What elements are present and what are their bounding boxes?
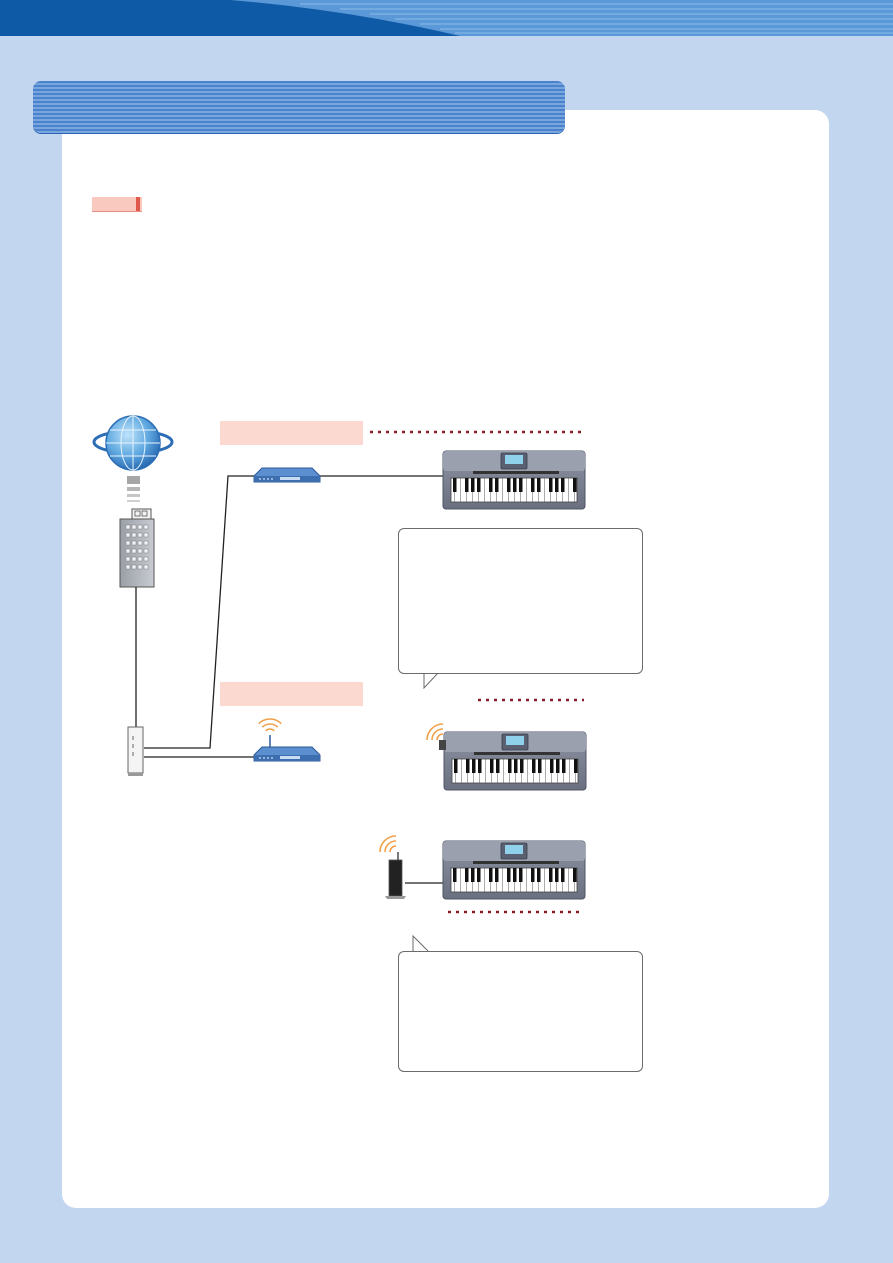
- note-tag: [92, 197, 142, 212]
- wired-connection-label: [220, 421, 363, 445]
- callout-box-top: [398, 528, 643, 674]
- header-bar: [0, 0, 893, 36]
- section-title-banner: [33, 81, 565, 133]
- callout-box-bottom: [398, 951, 643, 1072]
- wireless-connection-label: [220, 682, 363, 706]
